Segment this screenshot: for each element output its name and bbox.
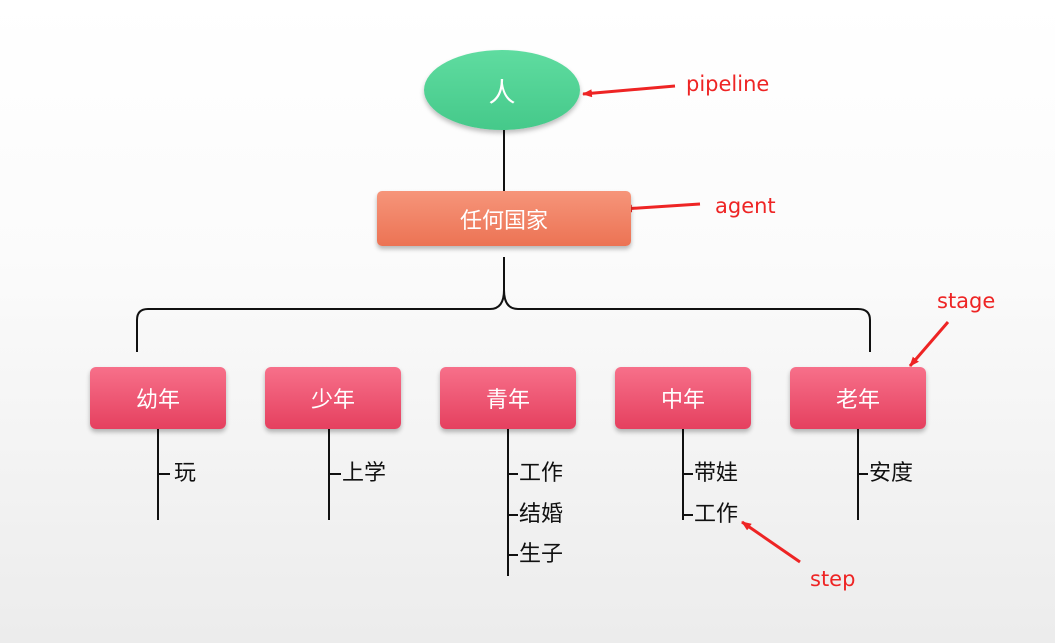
stage-arrow: [908, 321, 950, 367]
step-item: 上学: [342, 461, 387, 486]
stage-label: 幼年: [135, 388, 180, 413]
stage-node-3: 青年: [440, 367, 576, 429]
annotation-pipeline: pipeline: [686, 72, 770, 96]
annotation-agent: agent: [715, 194, 776, 218]
agent-arrow: [622, 202, 701, 213]
step-item: 工作: [694, 502, 739, 527]
stage-label: 青年: [485, 388, 530, 413]
pipeline-arrow: [582, 84, 676, 98]
agent-label: 任何国家: [459, 208, 548, 234]
stage-node-5: 老年: [790, 367, 926, 429]
agent-node: 任何国家: [377, 191, 631, 246]
stage-node-1: 幼年: [90, 367, 226, 429]
stage-label: 老年: [835, 388, 880, 413]
step-arrow: [741, 520, 801, 564]
root-node: 人: [424, 50, 580, 130]
annotation-stage: stage: [937, 289, 996, 313]
step-item: 结婚: [519, 502, 564, 527]
step-item: 安度: [869, 461, 914, 486]
root-label: 人: [488, 77, 516, 109]
annotation-step: step: [810, 567, 856, 591]
step-item: 生子: [519, 542, 564, 567]
step-item: 玩: [174, 461, 197, 486]
stage-node-4: 中年: [615, 367, 751, 429]
stage-brace: [136, 257, 871, 352]
step-item: 带娃: [694, 461, 739, 486]
step-item: 工作: [519, 461, 564, 486]
stage-node-2: 少年: [265, 367, 401, 429]
stage-label: 中年: [660, 388, 705, 413]
stage-label: 少年: [310, 388, 355, 413]
